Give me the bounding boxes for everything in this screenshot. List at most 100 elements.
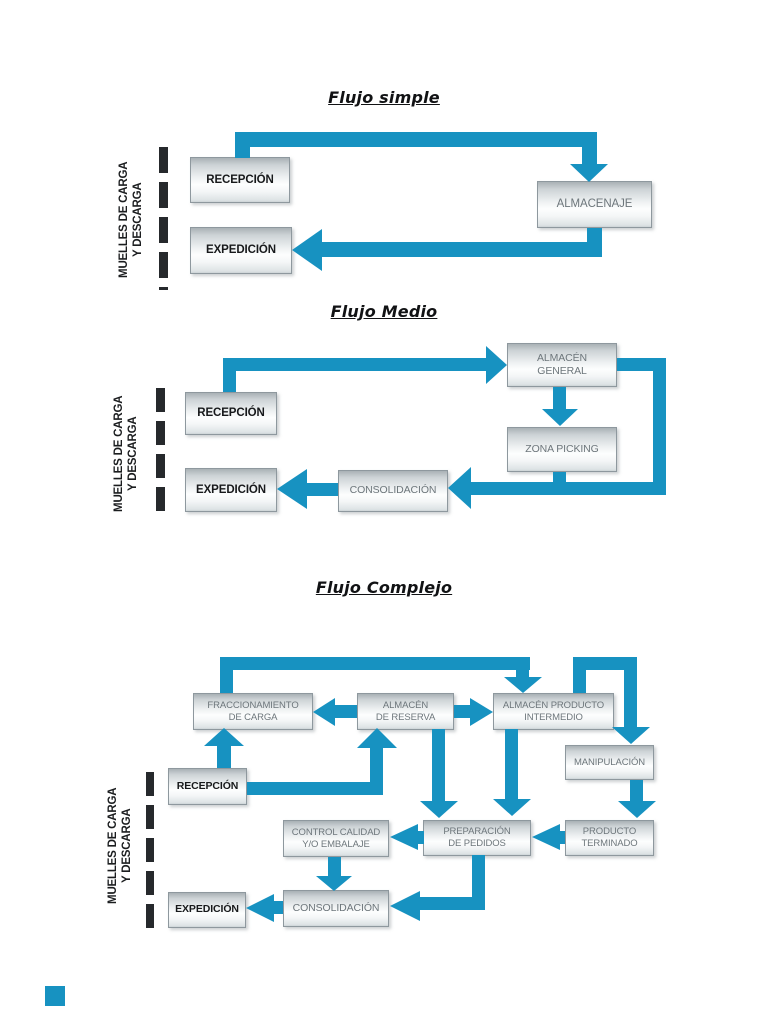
box-almacen-general: ALMACÉN GENERAL	[507, 343, 617, 387]
box-label-line: DE RESERVA	[375, 711, 436, 723]
arrow-head-left	[390, 891, 420, 921]
arrow-segment	[307, 483, 338, 496]
box-label-line: ALMACÉN	[382, 699, 429, 711]
arrow-head-down	[504, 677, 542, 693]
box-label-line: ALMACÉN PRODUCTO	[502, 699, 605, 711]
arrow-head-down	[570, 164, 608, 182]
dock-label-line: Y DESCARGA	[127, 416, 139, 492]
arrow-segment	[653, 358, 666, 495]
arrow-segment	[630, 780, 643, 801]
arrow-segment	[418, 831, 424, 844]
box-label: EXPEDICIÓN	[206, 244, 276, 257]
box-fraccionamiento-de-carga: FRACCIONAMIENTO DE CARGA	[193, 693, 313, 730]
box-expedicion: EXPEDICIÓN	[168, 892, 246, 928]
box-label-line: FRACCIONAMIENTO	[207, 699, 299, 711]
box-label: CONSOLIDACIÓN	[292, 901, 380, 914]
diagram-title: Flujo Complejo	[315, 578, 453, 597]
box-label-line: PRODUCTO	[582, 826, 637, 838]
box-zona-picking: ZONA PICKING	[507, 427, 617, 472]
box-label: PREPARACIÓN DE PEDIDOS	[443, 826, 510, 850]
box-label: RECEPCIÓN	[197, 407, 265, 420]
box-label-line: TERMINADO	[581, 838, 638, 849]
dock-label: MUELLES DE CARGA Y DESCARGA	[113, 369, 141, 539]
dock-label-line: MUELLES DE CARGA	[113, 395, 126, 512]
box-label: ZONA PICKING	[525, 442, 599, 455]
box-expedicion: EXPEDICIÓN	[185, 468, 277, 512]
arrow-segment	[370, 748, 383, 795]
dock-dashed-line	[156, 388, 165, 516]
box-label: RECEPCIÓN	[206, 173, 274, 186]
box-almacen-producto-intermedio: ALMACÉN PRODUCTO INTERMEDIO	[493, 693, 614, 730]
arrow-segment	[220, 657, 530, 670]
arrow-segment	[217, 746, 231, 768]
arrow-segment	[558, 831, 565, 844]
arrow-head-right	[486, 346, 507, 384]
arrow-segment	[235, 132, 597, 147]
section-title-row: Flujo simple	[0, 88, 768, 108]
box-label: MANIPULACIÓN	[573, 756, 646, 768]
dock-label-line: MUELLES DE CARGA	[118, 161, 131, 278]
arrow-segment	[223, 358, 486, 371]
arrow-head-left	[313, 698, 335, 726]
arrow-segment	[505, 729, 518, 799]
arrow-head-up	[357, 728, 397, 748]
box-label: EXPEDICIÓN	[175, 903, 239, 916]
arrow-head-left	[448, 467, 471, 509]
arrow-head-down	[316, 876, 352, 891]
box-control-calidad-embalaje: CONTROL CALIDAD Y/O EMBALAJE	[283, 820, 389, 857]
box-manipulacion: MANIPULACIÓN	[565, 745, 654, 780]
box-label-line: GENERAL	[537, 365, 587, 377]
box-label-line: DE CARGA	[228, 711, 278, 723]
arrow-head-down	[420, 801, 458, 818]
arrow-segment	[247, 782, 383, 795]
arrow-segment	[516, 657, 529, 677]
dock-label-line: Y DESCARGA	[121, 808, 133, 884]
arrow-head-up	[204, 728, 244, 746]
box-label: ALMACENAJE	[556, 198, 633, 211]
arrow-segment	[624, 657, 637, 727]
dock-label-line: Y DESCARGA	[132, 182, 144, 258]
arrow-segment	[420, 897, 485, 910]
box-consolidacion: CONSOLIDACIÓN	[283, 890, 389, 927]
box-label: CONTROL CALIDAD Y/O EMBALAJE	[291, 826, 381, 851]
box-preparacion-de-pedidos: PREPARACIÓN DE PEDIDOS	[423, 820, 531, 856]
arrow-head-left	[532, 824, 560, 850]
dock-dashed-line	[146, 772, 154, 930]
box-label-line: CONTROL CALIDAD	[291, 826, 381, 838]
arrow-segment	[328, 857, 341, 876]
arrow-head-left	[277, 469, 307, 509]
box-recepcion: RECEPCIÓN	[185, 392, 277, 435]
box-producto-terminado: PRODUCTO TERMINADO	[565, 820, 654, 856]
arrow-segment	[573, 657, 637, 670]
box-almacen-de-reserva: ALMACÉN DE RESERVA	[357, 693, 454, 730]
section-title-row: Flujo Complejo	[0, 578, 768, 598]
arrow-head-left	[390, 824, 418, 850]
box-almacenaje: ALMACENAJE	[537, 181, 652, 228]
box-label-line: DE PEDIDOS	[448, 838, 506, 849]
box-label: ALMACÉN PRODUCTO INTERMEDIO	[503, 700, 604, 724]
box-label: FRACCIONAMIENTO DE CARGA	[207, 700, 298, 724]
box-expedicion: EXPEDICIÓN	[190, 227, 292, 274]
arrow-head-left	[292, 229, 322, 271]
box-label: EXPEDICIÓN	[196, 483, 266, 496]
arrow-segment	[322, 242, 602, 257]
arrow-segment	[471, 482, 666, 495]
dock-dashed-line	[159, 147, 168, 290]
diagram-title: Flujo Medio	[330, 302, 438, 321]
arrow-head-down	[542, 409, 578, 426]
box-label: RECEPCIÓN	[176, 779, 239, 792]
arrow-head-down	[618, 801, 656, 818]
arrow-segment	[335, 705, 357, 718]
arrow-head-down	[612, 727, 650, 744]
box-consolidacion: CONSOLIDACIÓN	[338, 470, 448, 512]
box-label: CONSOLIDACIÓN	[349, 484, 437, 497]
dock-label-line: MUELLES DE CARGA	[107, 787, 120, 904]
box-label-line: INTERMEDIO	[524, 711, 583, 723]
dock-label: MUELLES DE CARGA Y DESCARGA	[118, 135, 146, 305]
box-label-line: PREPARACIÓN	[443, 826, 511, 838]
arrow-head-down	[493, 799, 531, 816]
box-label: ALMACÉN GENERAL	[537, 352, 587, 378]
diagram-title: Flujo simple	[328, 88, 440, 107]
arrow-head-left	[246, 894, 274, 922]
